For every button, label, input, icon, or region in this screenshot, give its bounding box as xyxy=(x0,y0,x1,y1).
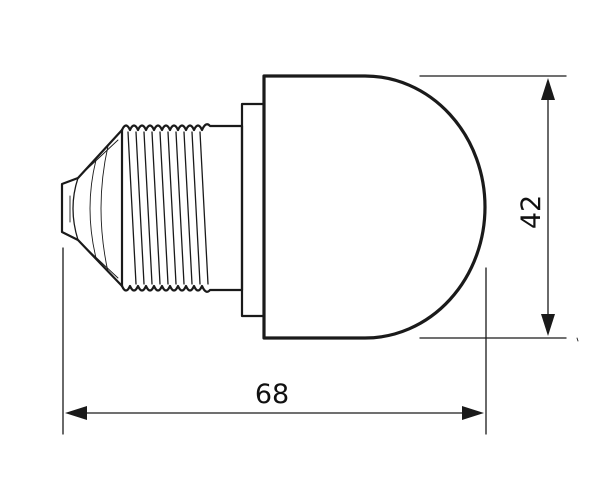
arrowhead-bottom xyxy=(541,314,555,336)
bulb-collar xyxy=(240,102,266,318)
length-label: 68 xyxy=(255,379,289,410)
arrowhead-top xyxy=(541,78,555,100)
screw-base xyxy=(120,123,244,293)
arrowhead-left xyxy=(65,406,87,420)
diameter-label: 42 xyxy=(516,195,547,229)
bulb-globe xyxy=(262,74,487,340)
contact-tip xyxy=(60,128,124,288)
length-dimension: 68 xyxy=(62,247,487,435)
diameter-dimension: 42 xyxy=(419,75,567,339)
arrowhead-right xyxy=(462,406,484,420)
stray-mark xyxy=(576,337,579,342)
